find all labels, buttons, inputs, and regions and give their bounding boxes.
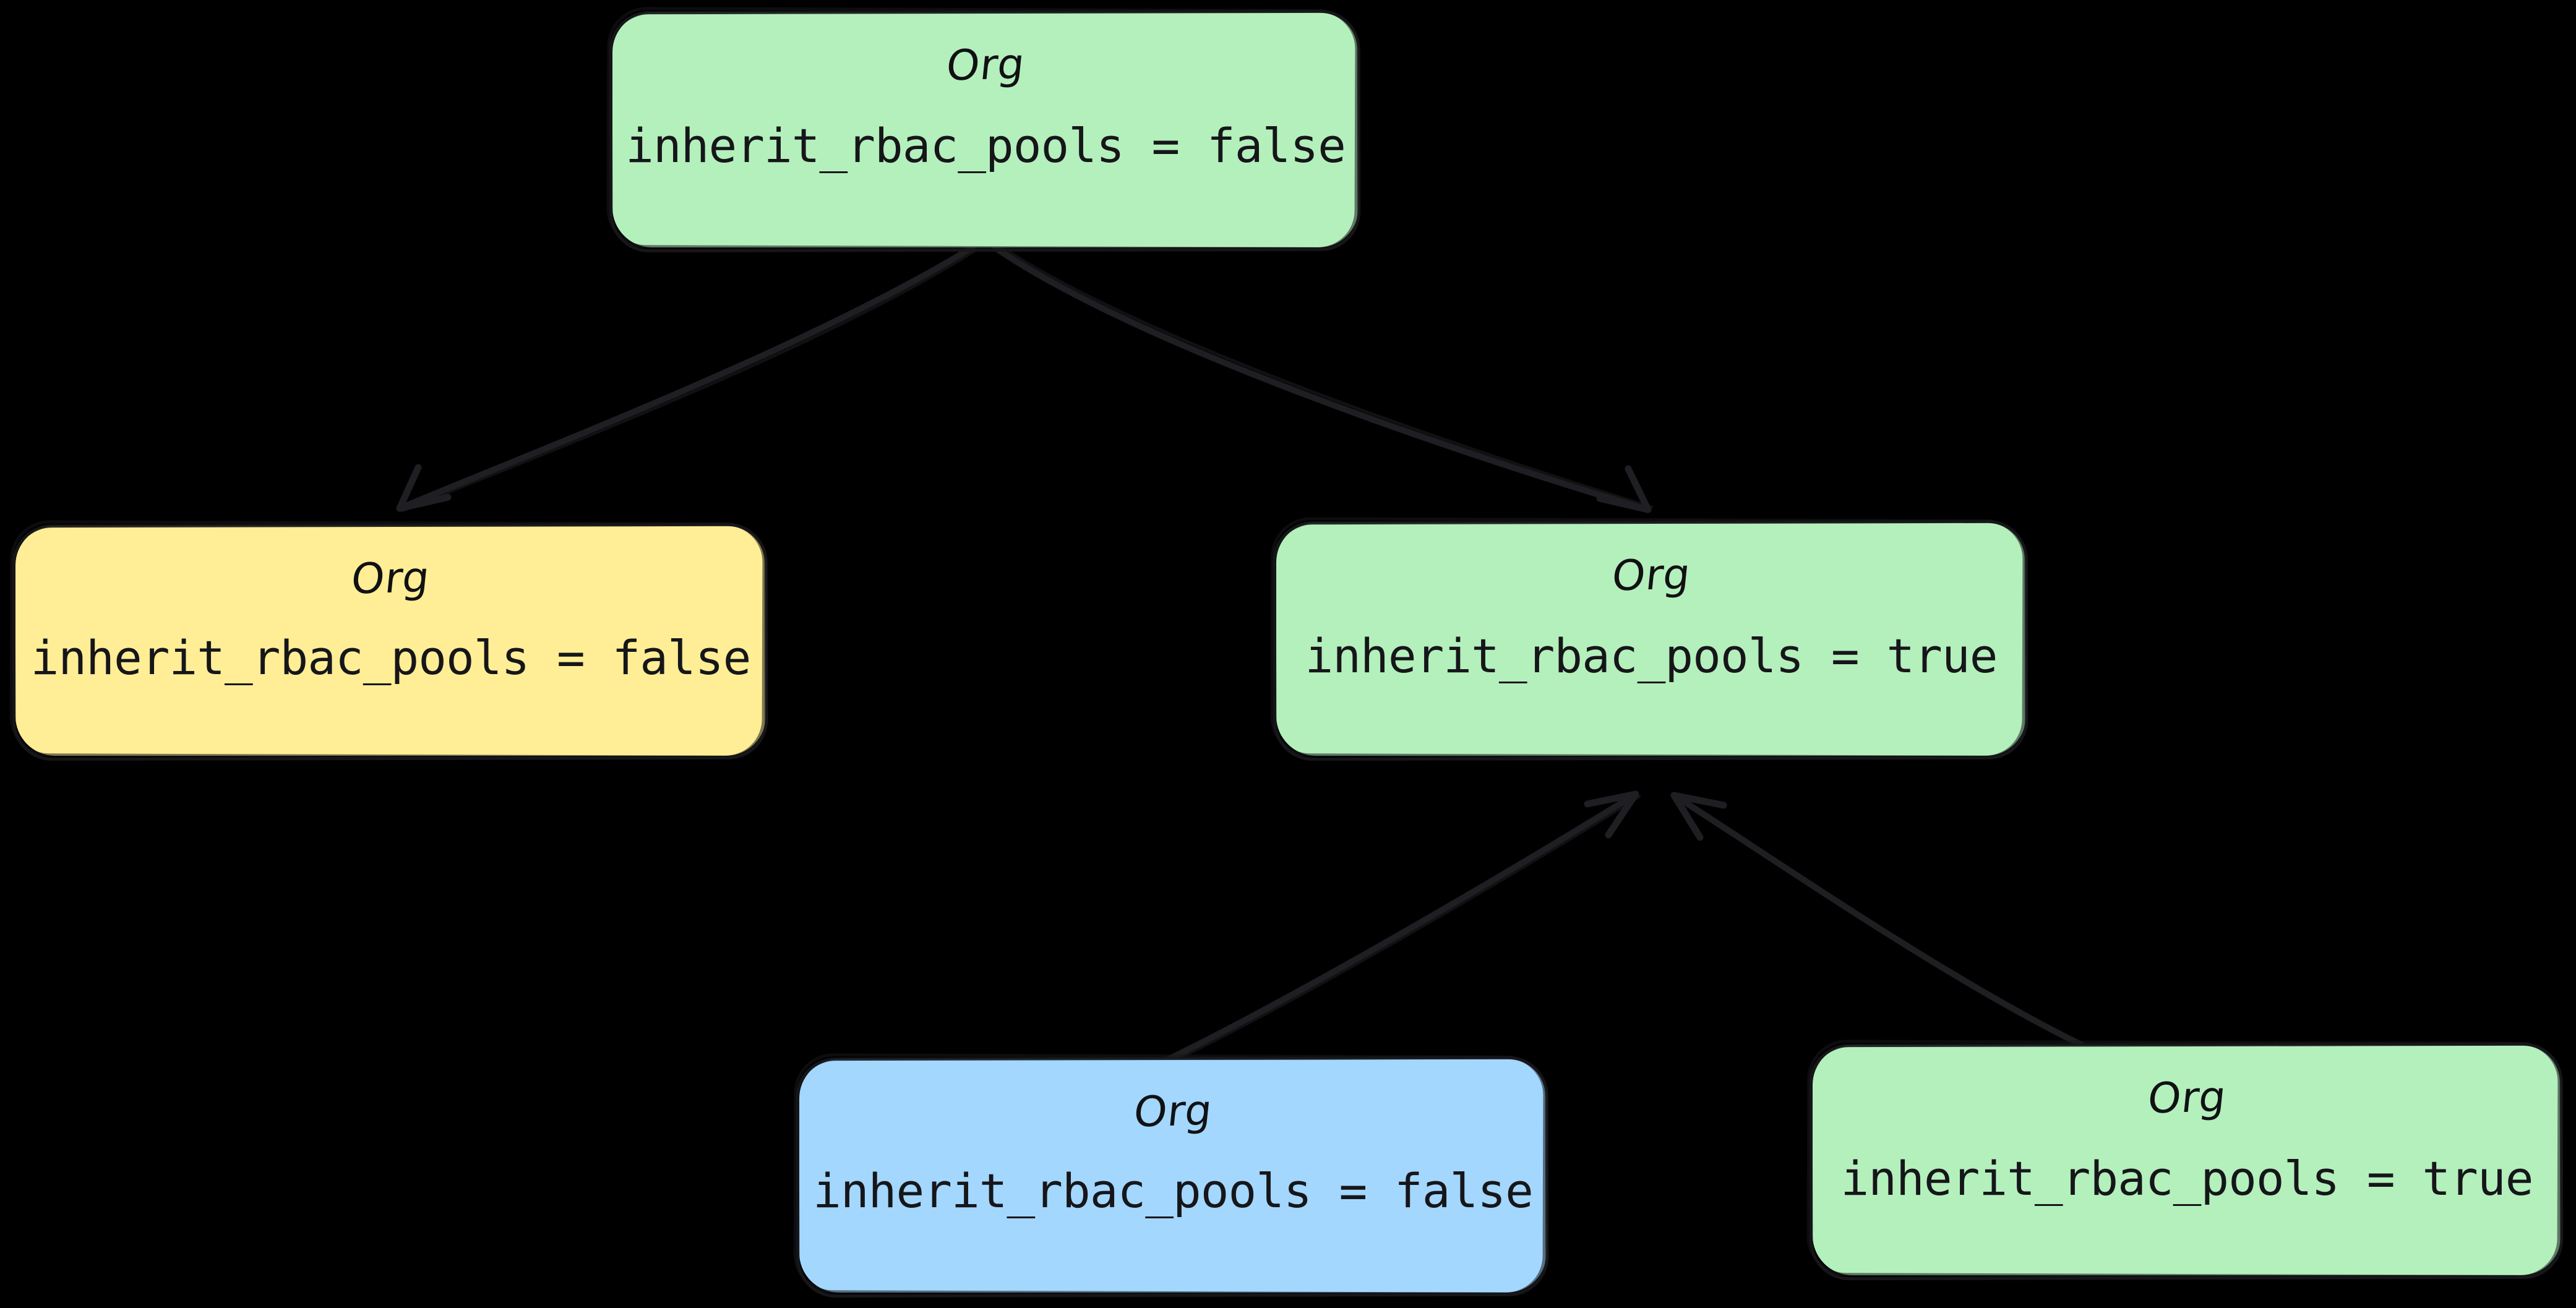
org-node-attribute: inherit_rbac_pools = false	[813, 1163, 1534, 1218]
edge-root-to-child-right	[992, 243, 1654, 513]
org-node-title: Org	[1609, 550, 1693, 601]
edge-leaf-blue-to-child-right	[1166, 790, 1641, 1063]
org-node-title: Org	[1131, 1086, 1215, 1137]
org-node-attribute: inherit_rbac_pools = true	[1305, 628, 1998, 683]
org-node-title: Org	[2145, 1072, 2229, 1124]
org-node-root[interactable]: Org inherit_rbac_pools = false	[612, 12, 1359, 247]
org-node-title: Org	[349, 553, 432, 604]
edge-root-to-child-left	[396, 244, 978, 513]
org-node-attribute: inherit_rbac_pools = true	[1840, 1151, 2534, 1206]
edge-leaf-green-to-child-right	[1670, 792, 2088, 1049]
org-node-child-right[interactable]: Org inherit_rbac_pools = true	[1276, 523, 2026, 756]
org-node-attribute: inherit_rbac_pools = false	[30, 630, 752, 685]
org-node-child-left[interactable]: Org inherit_rbac_pools = false	[15, 526, 766, 756]
org-node-attribute: inherit_rbac_pools = false	[625, 118, 1346, 173]
org-node-leaf-blue[interactable]: Org inherit_rbac_pools = false	[799, 1059, 1547, 1293]
org-node-leaf-green[interactable]: Org inherit_rbac_pools = true	[1813, 1045, 2561, 1275]
org-node-title: Org	[943, 40, 1028, 91]
